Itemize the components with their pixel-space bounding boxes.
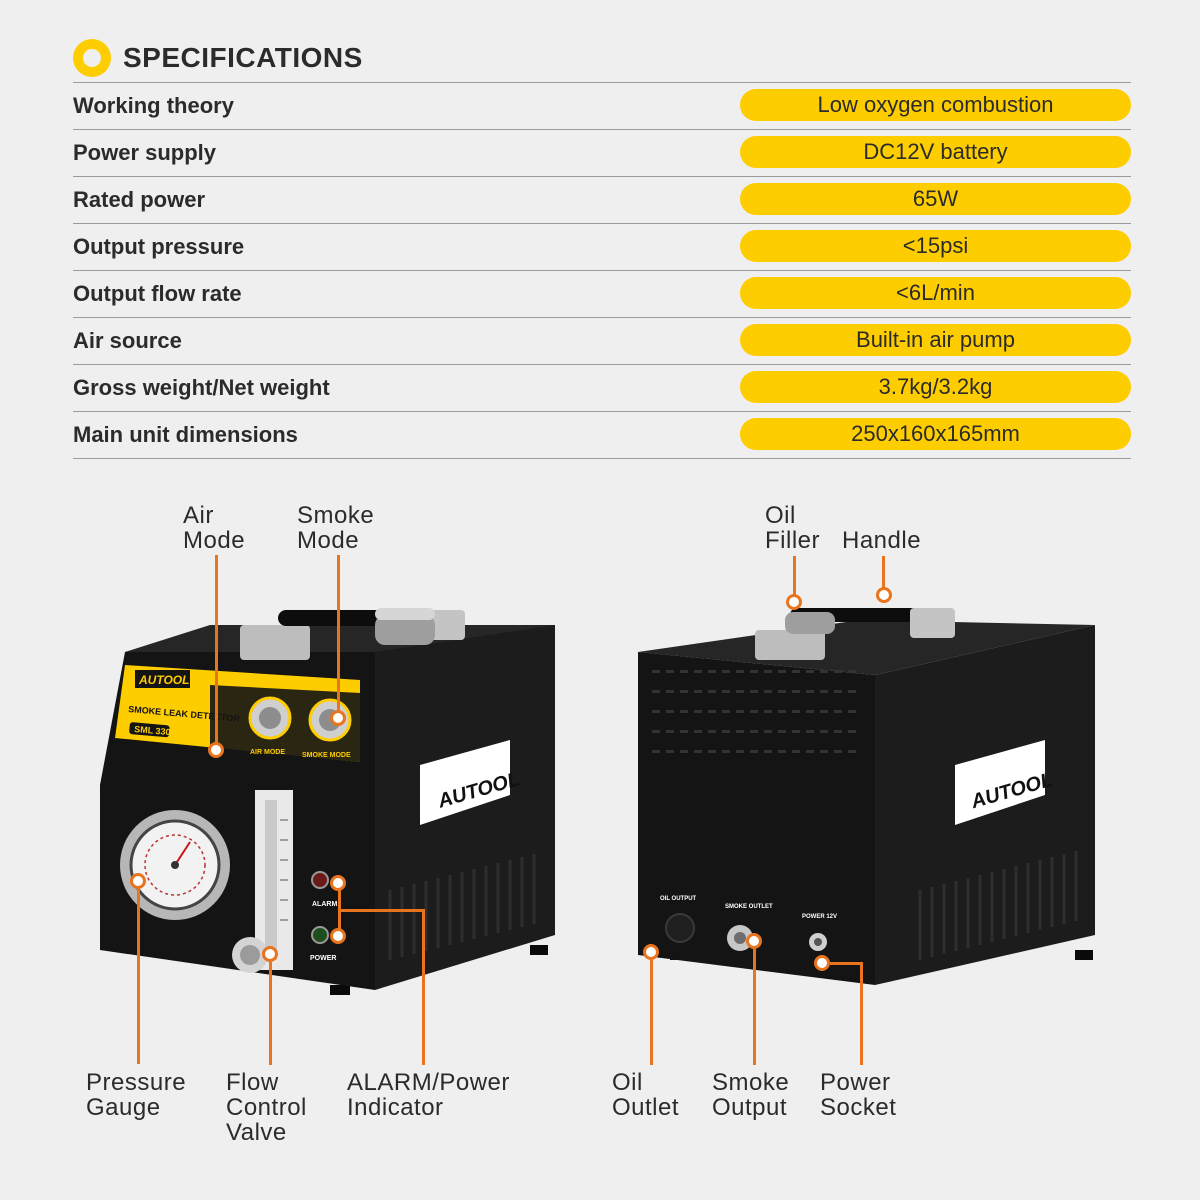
power-12v-label: POWER 12V [802,914,837,920]
spec-value: 250x160x165mm [740,418,1131,450]
callout-leader [338,909,425,912]
spec-row: Power supply DC12V battery [73,130,1131,177]
power-label: POWER [310,955,336,962]
callout-leader [882,556,885,588]
callout-line: Power [820,1069,891,1096]
spec-label: Working theory [73,93,234,118]
callout-dot [786,594,802,610]
callout-line: Air [183,502,214,529]
spec-row: Main unit dimensions 250x160x165mm [73,412,1131,459]
callout-leader [650,960,653,1065]
callout-leader [215,555,218,745]
spec-value: <6L/min [740,277,1131,309]
spec-table: Working theory Low oxygen combustion Pow… [73,82,1131,459]
spec-row: Output pressure <15psi [73,224,1131,271]
callout-dot [330,875,346,891]
alarm-label: ALARM [312,901,337,908]
callout-leader [830,962,863,965]
callout-dot [643,944,659,960]
callout-leader [269,962,272,1065]
callout-line: Indicator [347,1094,444,1121]
callout-leader [753,949,756,1065]
spec-label: Gross weight/Net weight [73,375,330,400]
spec-row: Air source Built-in air pump [73,318,1131,365]
spec-row: Rated power 65W [73,177,1131,224]
circle-bullet-icon [73,39,111,77]
callout-line: Oil [765,502,796,529]
spec-value: 3.7kg/3.2kg [740,371,1131,403]
callout-leader [337,555,340,710]
callout-dot [876,587,892,603]
callout-oil-filler: Oil Filler [765,503,820,553]
spec-label: Rated power [73,187,206,212]
callout-line: Output [712,1094,788,1121]
callout-line: Flow [226,1069,279,1096]
callout-leader [793,556,796,596]
spec-value: DC12V battery [740,136,1131,168]
callout-line: Oil [612,1069,643,1096]
back-device-illustration: AUTOOL OIL OUTPUT SMOKE OUTLET POWER 12V [638,608,1095,985]
callout-air-mode: Air Mode [183,503,245,553]
spec-label: Output pressure [73,234,245,259]
callout-dot [746,933,762,949]
callout-line: Outlet [612,1094,680,1121]
callout-smoke-output: Smoke Output [712,1070,789,1120]
callout-line: Socket [820,1094,897,1121]
callout-power-socket: Power Socket [820,1070,896,1120]
callout-line: Handle [842,527,922,554]
callout-pressure-gauge: Pressure Gauge [86,1070,186,1120]
callout-flow-control-valve: Flow Control Valve [226,1070,307,1145]
section-title: SPECIFICATIONS [123,42,363,73]
callout-dot [814,955,830,971]
smoke-mode-label: SMOKE MODE [302,752,351,759]
spec-value: Built-in air pump [740,324,1131,356]
callout-line: Gauge [86,1094,161,1121]
spec-label: Output flow rate [73,281,242,306]
callout-oil-outlet: Oil Outlet [612,1070,679,1120]
model-label: SML 330 [134,724,171,737]
spec-row: Gross weight/Net weight 3.7kg/3.2kg [73,365,1131,412]
air-mode-label: AIR MODE [250,749,285,756]
section-header: SPECIFICATIONS [73,36,363,80]
callout-handle: Handle [842,528,921,553]
brand-badge: AUTOOL [138,673,189,687]
callout-line: Mode [297,527,360,554]
callout-line: Smoke [712,1069,790,1096]
callout-line: Pressure [86,1069,187,1096]
callout-line: Control [226,1094,307,1121]
spec-value: 65W [740,183,1131,215]
callout-line: Valve [226,1119,287,1146]
spec-row: Output flow rate <6L/min [73,271,1131,318]
callout-alarm-power-indicator: ALARM/Power Indicator [347,1070,510,1120]
callout-line: Filler [765,527,820,554]
spec-value: <15psi [740,230,1131,262]
callout-leader [860,962,863,1065]
callout-dot [330,928,346,944]
callout-smoke-mode: Smoke Mode [297,503,374,553]
front-device-illustration: AUTOOL AUTOOL SMOKE LEAK DETECTOR SML 33… [100,608,555,995]
callout-dot [262,946,278,962]
oil-output-label: OIL OUTPUT [660,896,697,902]
callout-line: Smoke [297,502,375,529]
callout-dot [330,710,346,726]
spec-row: Working theory Low oxygen combustion [73,83,1131,130]
smoke-outlet-label: SMOKE OUTLET [725,904,773,910]
callout-dot [208,742,224,758]
callout-dot [130,873,146,889]
spec-label: Power supply [73,140,217,165]
callout-leader [137,889,140,1064]
spec-value: Low oxygen combustion [740,89,1131,121]
callout-line: ALARM/Power [347,1069,510,1096]
spec-label: Main unit dimensions [73,422,298,447]
callout-line: Mode [183,527,246,554]
callout-leader [422,909,425,1065]
spec-label: Air source [73,328,182,353]
